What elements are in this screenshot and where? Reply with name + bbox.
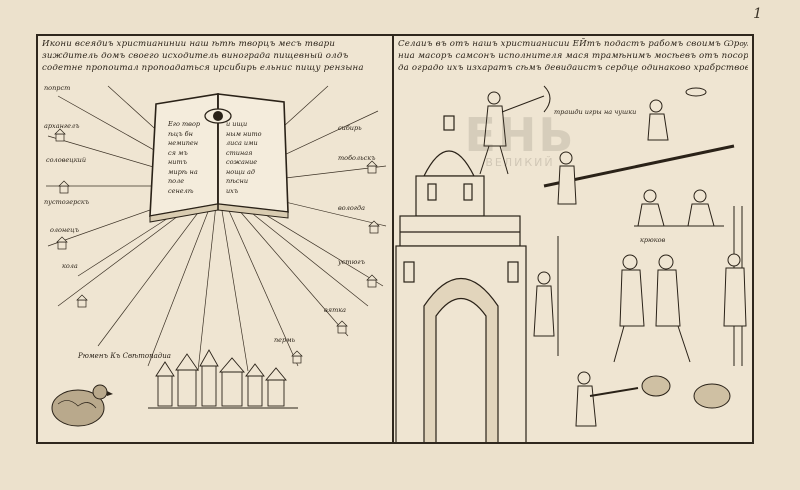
city-label: тобольскъ [338, 154, 376, 162]
left-caption-line: Икони всеядиъ христианинии наш ѣтѣ творц… [42, 39, 336, 49]
city-label: пермь [274, 336, 296, 344]
archer-figure [479, 85, 551, 175]
book-rays-illustration [46, 85, 387, 427]
book-line: нощи ад [226, 167, 255, 176]
log-game-figures [543, 87, 735, 205]
hen-illustration [51, 384, 113, 427]
book-line: сенелѣ [168, 186, 194, 195]
book-line: лиса ими [226, 139, 258, 147]
page-number: 1 [753, 6, 762, 22]
city-label: сибирь [338, 124, 362, 132]
right-panel: Селаиъ въ отъ нашъ христианисии ЕЙтъ под… [394, 36, 752, 442]
book-line: Его твор [168, 120, 201, 128]
right-caption-line: ниа масоръ самсонъ исполнителя мася трам… [398, 51, 748, 61]
book-right-page-text: и ищи ным нито лиса ими стиная сожание н… [226, 120, 278, 196]
scene-label: трашди игры [554, 108, 602, 116]
standing-soldier [533, 236, 559, 356]
book-line: пѣсни [226, 177, 249, 185]
city-label: вологда [338, 204, 366, 212]
left-caption-line: зиждитель домъ своего исходитель виногра… [42, 51, 349, 61]
scene-label: крюков [640, 236, 666, 244]
musketeer [575, 371, 731, 427]
city-label: попрст [44, 84, 71, 92]
city-label: устюгъ [338, 258, 365, 266]
book-line: ным нито [226, 129, 262, 138]
right-caption: Селаиъ въ отъ нашъ христианисии ЕЙтъ под… [398, 38, 748, 74]
city-label: архангелъ [44, 122, 80, 130]
tower-scenes-illustration [395, 85, 747, 442]
scene-label: на чушки [604, 108, 637, 116]
book-line: ихъ [226, 186, 239, 195]
book-line: ся мъ [168, 148, 188, 157]
open-book [149, 93, 289, 223]
book-line: немипен [168, 139, 199, 147]
right-caption-line: Селаиъ въ отъ нашъ христианисии ЕЙтъ под… [398, 39, 748, 49]
sitting-pair [634, 189, 724, 227]
left-footer-text: Рюменъ Къ Свѣтопадиа [78, 352, 171, 360]
left-panel: Икони всеядиъ христианинии наш ѣтѣ творц… [38, 36, 394, 442]
book-line: поле [168, 177, 185, 185]
town-illustration [148, 349, 298, 409]
book-line: ѣцъ бн [168, 129, 193, 138]
ray-end-houses [54, 128, 380, 364]
left-caption-line: содетне пропоитал пропоадаться ирсибирь … [42, 63, 364, 73]
city-label: пустозерскъ [44, 198, 90, 206]
book-line: мирѣ на [168, 167, 198, 176]
city-label: олонецъ [50, 226, 79, 234]
city-label: кола [62, 262, 78, 270]
wrestlers [613, 254, 691, 363]
left-caption: Икони всеядиъ христианинии наш ѣтѣ творц… [42, 38, 388, 74]
engraving-sheet: Икони всеядиъ христианинии наш ѣтѣ творц… [36, 34, 754, 444]
book-line: сожание [226, 158, 258, 166]
city-label: вятка [324, 306, 347, 314]
book-left-page-text: Его твор ѣцъ бн немипен ся мъ нитъ мирѣ … [168, 120, 214, 196]
book-line: стиная [226, 148, 253, 157]
right-caption-line: да оградо ихъ изхаратъ сѣмъ девидаистъ с… [398, 63, 748, 73]
tower-gate [395, 115, 527, 442]
book-line: и ищи [226, 120, 248, 128]
eye-symbol [204, 108, 232, 124]
spear-soldiers [723, 206, 747, 366]
city-label: соловецкий [46, 156, 87, 164]
book-line: нитъ [168, 158, 187, 166]
